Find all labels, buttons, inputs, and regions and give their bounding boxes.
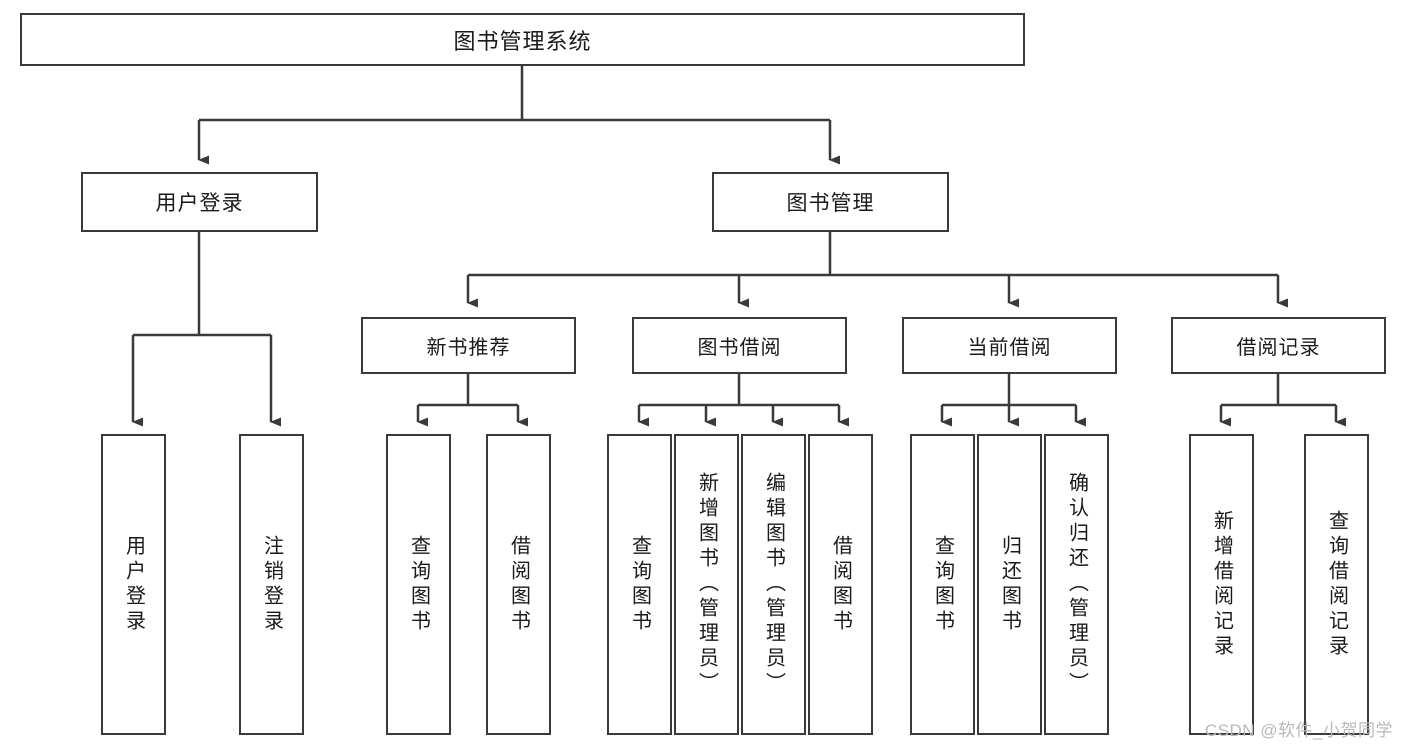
node-label: 查询图书 xyxy=(628,534,651,635)
node-label: 图书管理 xyxy=(786,192,875,215)
leaf-recommend-query-book[interactable]: 查询图书 xyxy=(386,434,451,735)
node-root-book-management-system[interactable]: 图书管理系统 xyxy=(20,13,1025,66)
node-label: 编辑图书（管理员） xyxy=(762,472,785,697)
node-label: 借阅图书 xyxy=(829,534,852,635)
leaf-borrow-borrow-book[interactable]: 借阅图书 xyxy=(808,434,873,735)
node-borrowing-record[interactable]: 借阅记录 xyxy=(1171,317,1386,374)
node-label: 图书借阅 xyxy=(697,337,782,359)
leaf-record-add-record[interactable]: 新增借阅记录 xyxy=(1189,434,1254,735)
leaf-recommend-borrow-book[interactable]: 借阅图书 xyxy=(486,434,551,735)
node-label: 注销登录 xyxy=(260,534,283,635)
node-label: 归还图书 xyxy=(998,534,1021,635)
leaf-borrow-query-book[interactable]: 查询图书 xyxy=(607,434,672,735)
node-label: 新书推荐 xyxy=(426,337,511,359)
leaf-user-login-login[interactable]: 用户登录 xyxy=(101,434,166,735)
node-new-book-recommendation[interactable]: 新书推荐 xyxy=(361,317,576,374)
leaf-current-confirm-return-admin[interactable]: 确认归还（管理员） xyxy=(1044,434,1109,735)
node-book-management[interactable]: 图书管理 xyxy=(712,172,949,232)
leaf-borrow-edit-book-admin[interactable]: 编辑图书（管理员） xyxy=(741,434,806,735)
leaf-current-return-book[interactable]: 归还图书 xyxy=(977,434,1042,735)
node-label: 查询借阅记录 xyxy=(1325,509,1348,660)
node-label: 图书管理系统 xyxy=(453,28,592,54)
node-label: 查询图书 xyxy=(931,534,954,635)
node-current-borrowing[interactable]: 当前借阅 xyxy=(902,317,1117,374)
leaf-user-login-logout[interactable]: 注销登录 xyxy=(239,434,304,735)
node-label: 查询图书 xyxy=(407,534,430,635)
node-label: 新增借阅记录 xyxy=(1210,509,1233,660)
node-label: 用户登录 xyxy=(155,192,244,215)
node-label: 用户登录 xyxy=(122,534,145,635)
leaf-borrow-add-book-admin[interactable]: 新增图书（管理员） xyxy=(674,434,739,735)
leaf-current-query-book[interactable]: 查询图书 xyxy=(910,434,975,735)
node-label: 借阅图书 xyxy=(507,534,530,635)
node-book-borrowing[interactable]: 图书借阅 xyxy=(632,317,847,374)
leaf-record-query-record[interactable]: 查询借阅记录 xyxy=(1304,434,1369,735)
node-label: 当前借阅 xyxy=(967,337,1052,359)
node-user-login[interactable]: 用户登录 xyxy=(81,172,318,232)
node-label: 借阅记录 xyxy=(1236,337,1321,359)
node-label: 确认归还（管理员） xyxy=(1065,472,1088,697)
node-label: 新增图书（管理员） xyxy=(695,472,718,697)
watermark-text: CSDN @软件_小贺同学 xyxy=(1204,721,1393,740)
